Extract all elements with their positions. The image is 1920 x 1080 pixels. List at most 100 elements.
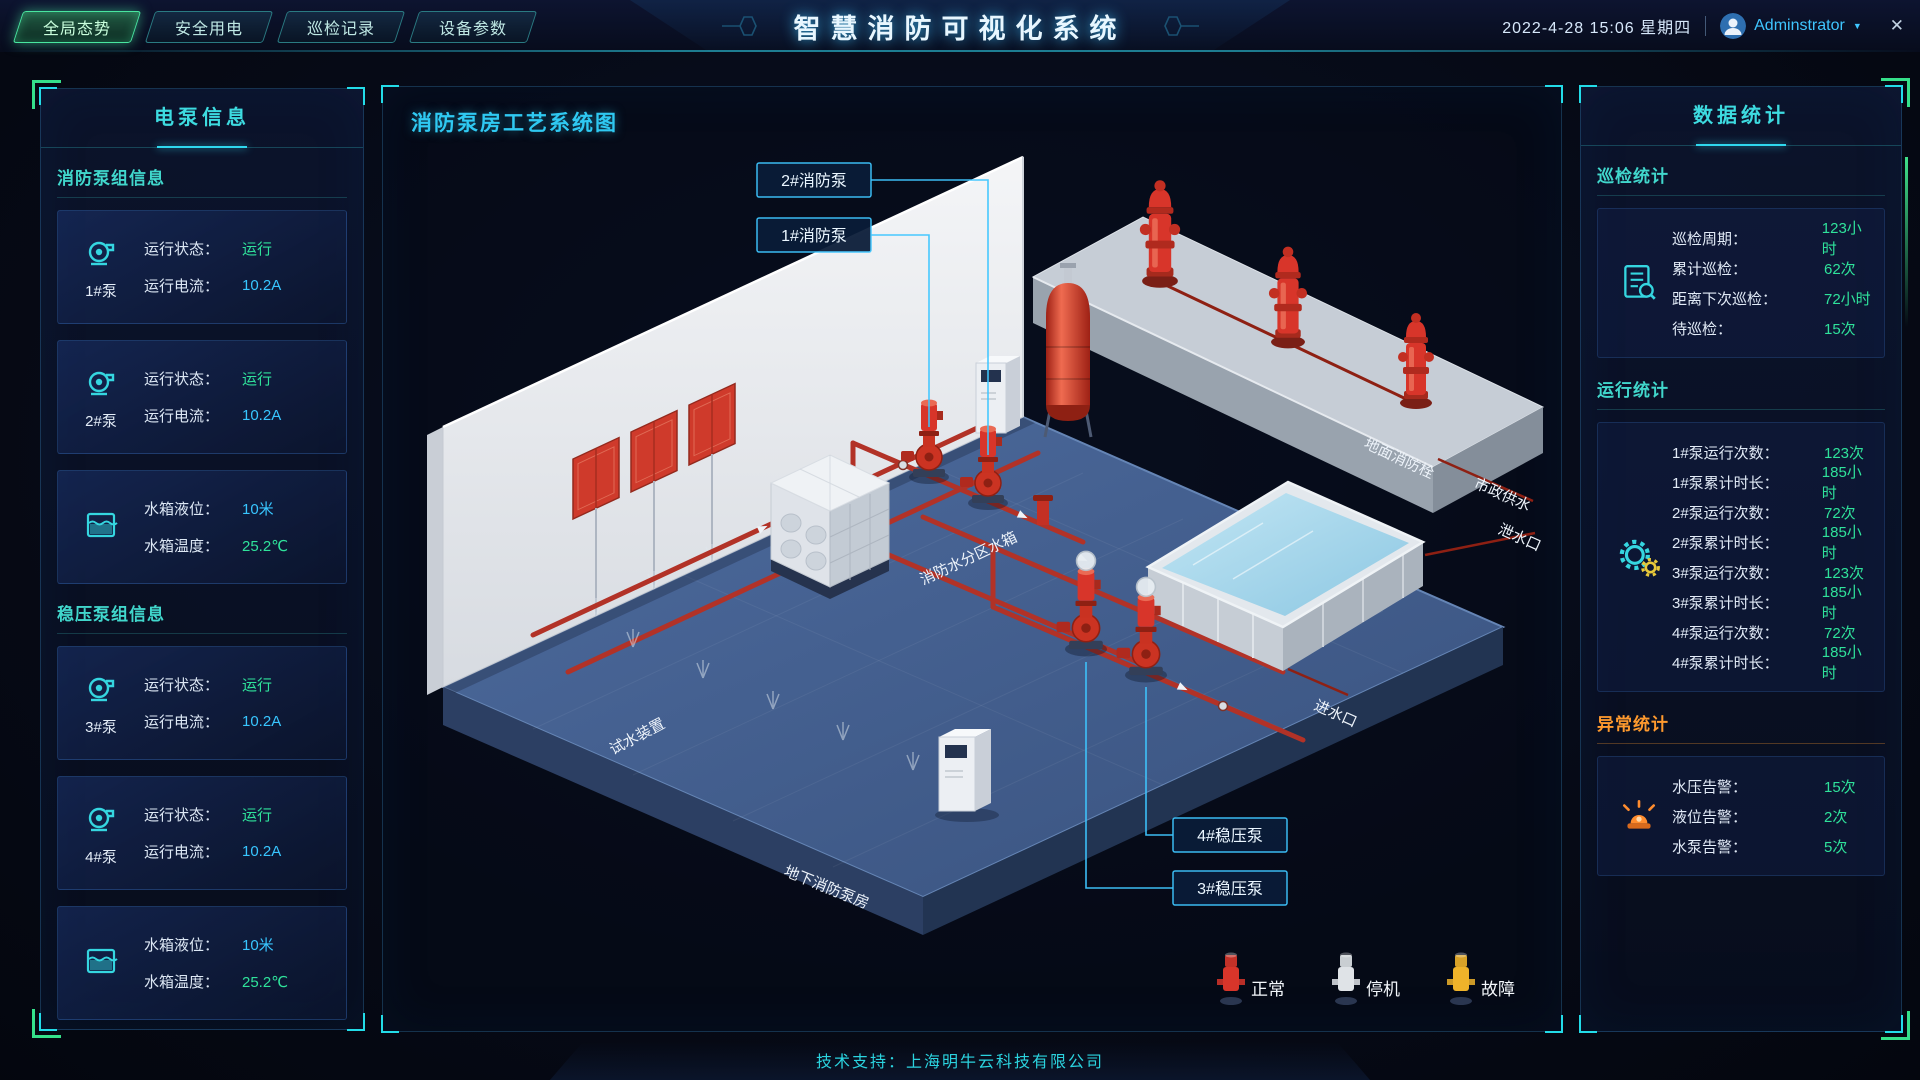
callout-fire-pump-2[interactable]: 2#消防泵 (756, 162, 872, 198)
status-label: 运行状态： (144, 677, 220, 694)
stat-value: 72次 (1824, 504, 1856, 522)
pump-icon (84, 364, 118, 403)
svg-text:2#消防泵: 2#消防泵 (781, 172, 847, 190)
reserve-pool[interactable] (1145, 480, 1426, 671)
status-label: 运行状态： (144, 807, 220, 824)
tab-label: 全局态势 (43, 21, 112, 38)
stat-value: 185小时 (1821, 644, 1862, 682)
tab-label: 设备参数 (439, 21, 508, 38)
level-value: 10米 (242, 937, 274, 954)
temp-label: 水箱温度： (144, 974, 220, 991)
alarm-siren-icon (1606, 795, 1672, 837)
stat-label: 水泵告警： (1672, 838, 1748, 856)
stat-label: 1#泵累计时长： (1672, 474, 1779, 492)
pressure-tank[interactable] (1043, 263, 1093, 438)
current-label: 运行电流： (144, 278, 220, 295)
stat-value: 123次 (1824, 564, 1865, 582)
operation-stats-box: 1#泵运行次数：123次 1#泵累计时长：185小时 2#泵运行次数：72次 2… (1597, 422, 1885, 692)
level-label: 水箱液位： (144, 501, 220, 518)
nav-tabs: 全局态势 安全用电 巡检记录 设备参数 (12, 11, 538, 43)
pump-name: 2#泵 (85, 412, 117, 430)
stat-value: 15次 (1824, 778, 1856, 796)
svg-text:1#消防泵: 1#消防泵 (781, 227, 847, 245)
stat-label: 4#泵运行次数： (1672, 624, 1779, 642)
tab-global-situation[interactable]: 全局态势 (12, 11, 142, 43)
pump-info-title: 电泵信息 (41, 89, 363, 148)
stat-value: 5次 (1824, 838, 1848, 856)
username: Adminstrator (1754, 17, 1845, 34)
tab-electrical-safety[interactable]: 安全用电 (144, 11, 274, 43)
hexagon-decoration-right (1163, 16, 1199, 36)
temp-value: 25.2℃ (242, 973, 289, 991)
chevron-down-icon: ▼ (1852, 21, 1862, 31)
stat-label: 4#泵累计时长： (1672, 654, 1779, 672)
inspection-icon (1606, 262, 1672, 304)
pump-card-2: 2#泵 运行状态：运行 运行电流：10.2A (57, 340, 347, 454)
stat-label: 水压告警： (1672, 778, 1748, 796)
status-value: 运行 (242, 241, 273, 258)
current-value: 10.2A (242, 407, 282, 424)
status-legend: 正常 停机 故障 (1217, 952, 1515, 1005)
stat-label: 2#泵运行次数： (1672, 504, 1779, 522)
data-statistics-panel: 数据统计 巡检统计 巡检周期：123小时 累计巡检：62次 距离下次巡检：72小… (1579, 78, 1910, 1040)
data-statistics-title: 数据统计 (1581, 87, 1901, 146)
process-diagram-panel: 消防泵房工艺系统图 (381, 85, 1563, 1033)
fire-water-tank[interactable] (769, 454, 891, 599)
stat-label: 累计巡检： (1672, 260, 1748, 278)
abnormal-stats-title: 异常统计 (1597, 710, 1885, 744)
stat-value: 2次 (1824, 808, 1848, 826)
callout-fire-pump-1[interactable]: 1#消防泵 (756, 217, 872, 253)
level-label: 水箱液位： (144, 937, 220, 954)
stat-label: 巡检周期： (1672, 230, 1748, 248)
stat-label: 3#泵运行次数： (1672, 564, 1779, 582)
label-municipal-water: 市政供水 (1471, 475, 1533, 515)
stat-value: 123小时 (1821, 220, 1862, 258)
user-menu[interactable]: Adminstrator ▼ (1720, 13, 1862, 39)
label-drain-outlet: 泄水口 (1495, 521, 1543, 555)
pump-icon (84, 670, 118, 709)
app-title: 智慧消防可视化系统 (793, 13, 1127, 44)
status-label: 运行状态： (144, 241, 220, 258)
tab-device-parameters[interactable]: 设备参数 (408, 11, 538, 43)
gears-icon (1606, 534, 1672, 580)
footer-text: 技术支持：上海明牛云科技有限公司 (815, 1054, 1104, 1071)
pump-icon (84, 800, 118, 839)
callout-leaders (871, 179, 1173, 889)
legend-pump-fault (1447, 952, 1475, 1005)
water-tank-icon (84, 508, 118, 547)
tank-card-2: 水箱液位： 10米 水箱温度： 25.2℃ (57, 906, 347, 1020)
stabilizing-pump-section-title: 稳压泵组信息 (57, 600, 347, 634)
tab-label: 巡检记录 (307, 21, 376, 38)
hexagon-decoration-left (721, 16, 757, 36)
svg-text:3#稳压泵: 3#稳压泵 (1197, 880, 1263, 898)
current-value: 10.2A (242, 843, 282, 860)
callout-stabilizing-pump-3[interactable]: 3#稳压泵 (1172, 870, 1288, 906)
legend-pump-stopped (1332, 952, 1360, 1005)
temp-label: 水箱温度： (144, 538, 220, 555)
stat-label: 2#泵累计时长： (1672, 534, 1779, 552)
datetime: 2022-4-28 15:06 星期四 (1502, 20, 1692, 37)
close-button[interactable]: ✕ (1889, 16, 1904, 35)
current-value: 10.2A (242, 713, 282, 730)
inspection-stats-title: 巡检统计 (1597, 162, 1885, 196)
header-right: 2022-4-28 15:06 星期四 Adminstrator ▼ ✕ (1502, 0, 1904, 52)
stat-value: 15次 (1824, 320, 1856, 338)
tab-inspection-records[interactable]: 巡检记录 (276, 11, 406, 43)
pump-name: 4#泵 (85, 848, 117, 866)
stat-value: 62次 (1824, 260, 1856, 278)
callout-stabilizing-pump-4[interactable]: 4#稳压泵 (1172, 817, 1288, 853)
process-diagram-title: 消防泵房工艺系统图 (411, 112, 618, 135)
status-value: 运行 (242, 371, 273, 388)
pump-card-1: 1#泵 运行状态：运行 运行电流：10.2A (57, 210, 347, 324)
current-label: 运行电流： (144, 714, 220, 731)
pipe-riser (1033, 495, 1053, 525)
status-value: 运行 (242, 807, 273, 824)
tab-label: 安全用电 (175, 21, 244, 38)
current-value: 10.2A (242, 277, 282, 294)
footer-bar: 技术支持：上海明牛云科技有限公司 (0, 1040, 1920, 1080)
abnormal-stats-box: 水压告警：15次 液位告警：2次 水泵告警：5次 (1597, 756, 1885, 876)
stat-value: 72小时 (1824, 290, 1871, 308)
control-cabinet-front (935, 729, 999, 822)
stat-label: 待巡检： (1672, 320, 1733, 338)
